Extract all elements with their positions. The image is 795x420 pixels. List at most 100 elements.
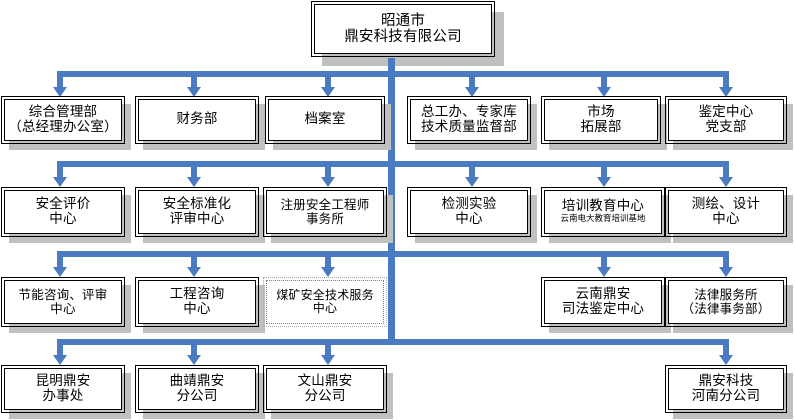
node-line1: 培训教育中心 (561, 198, 645, 215)
connector-row4-bus (57, 339, 729, 345)
arrow-row2-3 (321, 177, 335, 187)
node-line2: 党支部 (705, 119, 747, 135)
connector-row2-drop-3 (325, 161, 331, 178)
node-yunnan-dingan-judicial-appraisal-center[interactable]: 云南鼎安 司法鉴定中心 (541, 277, 665, 327)
node-line1: 安全标准化 (162, 195, 232, 212)
row2-node-4-wrapper: 检测实验 中心 (407, 187, 537, 243)
node-training-education-center[interactable]: 培训教育中心 云南电大教育培训基地 (541, 187, 665, 237)
node-safety-evaluation-center[interactable]: 安全评价 中心 (1, 187, 125, 237)
connector-row4-drop-3 (325, 339, 331, 356)
node-line1: 安全评价 (35, 195, 91, 212)
connector-row3-drop-2 (191, 251, 197, 268)
row2-node-5-wrapper: 培训教育中心 云南电大教育培训基地 (541, 187, 671, 243)
connector-row1-drop-2 (191, 71, 197, 88)
node-line1: 煤矿安全技术服务 (276, 287, 374, 302)
node-line2: 分公司 (176, 388, 218, 404)
connector-row2-drop-4 (469, 161, 475, 178)
arrow-row3-3 (321, 267, 335, 277)
connector-row3-drop-1 (57, 251, 63, 268)
node-dingan-tech-henan-branch[interactable]: 鼎安科技 河南分公司 (665, 365, 787, 413)
connector-row2-drop-6 (723, 161, 729, 178)
node-line2: 中心 (183, 301, 211, 317)
node-line1: 昆明鼎安 (35, 372, 91, 389)
node-line2: 事务所 (305, 211, 345, 226)
arrow-row1-4 (465, 87, 479, 97)
connector-row4-drop-6 (723, 339, 729, 356)
root-node-line1: 昭通市 (380, 12, 426, 29)
arrow-row4-3 (321, 355, 335, 365)
node-appraisal-center-party-branch[interactable]: 鉴定中心 党支部 (665, 96, 787, 144)
node-safety-standardization-review-center[interactable]: 安全标准化 评审中心 (135, 187, 259, 237)
node-market-development[interactable]: 市场 拓展部 (541, 96, 661, 144)
node-line1: 综合管理部 (28, 103, 98, 120)
arrow-row3-1 (53, 267, 67, 277)
row3-node-3-wrapper: 煤矿安全技术服务 中心 (263, 277, 392, 332)
row1-node-6-wrapper: 鉴定中心 党支部 (665, 96, 793, 150)
arrow-row1-2 (187, 87, 201, 97)
node-line1: 云南鼎安 (575, 285, 631, 302)
root-node[interactable]: 昭通市 鼎安科技有限公司 (311, 1, 495, 57)
node-line1: 总工办、专家库 (421, 103, 517, 120)
node-line2: （总经理办公室） (8, 119, 118, 135)
node-kunming-dingan-office[interactable]: 昆明鼎安 办事处 (1, 365, 125, 413)
node-legal-service-office[interactable]: 法律服务所 （法律事务部） (665, 277, 787, 327)
row1-node-2-wrapper: 财务部 (135, 96, 265, 150)
arrow-row2-5 (597, 177, 611, 187)
row3-node-2-wrapper: 工程咨询 中心 (135, 277, 265, 333)
arrow-row3-6 (719, 267, 733, 277)
node-registered-safety-engineer-office[interactable]: 注册安全工程师 事务所 (263, 187, 387, 237)
node-line2: 河南分公司 (691, 388, 761, 404)
node-line1: 节能咨询、评审 (18, 287, 108, 302)
node-line2: （法律事务部） (681, 301, 771, 316)
node-archives-room[interactable]: 档案室 (265, 96, 385, 144)
node-line1: 鉴定中心 (698, 103, 754, 120)
node-comprehensive-management[interactable]: 综合管理部 （总经理办公室） (1, 96, 125, 144)
node-line2: 中心 (50, 301, 76, 316)
node-surveying-design-center[interactable]: 测绘、设计 中心 (665, 187, 787, 237)
node-finance-department[interactable]: 财务部 (135, 96, 259, 144)
arrow-row1-3 (321, 87, 335, 97)
node-line1: 财务部 (176, 111, 218, 128)
node-line1: 档案室 (304, 111, 346, 128)
node-line1: 鼎安科技 (698, 372, 754, 389)
node-line2: 技术质量监督部 (421, 119, 517, 135)
row1-node-5-wrapper: 市场 拓展部 (541, 96, 667, 150)
row4-node-6-wrapper: 鼎安科技 河南分公司 (665, 365, 793, 419)
node-line2: 中心 (49, 211, 77, 227)
node-wenshan-dingan-branch[interactable]: 文山鼎安 分公司 (263, 365, 387, 413)
node-line2: 拓展部 (580, 119, 622, 135)
connector-row1-drop-4 (469, 71, 475, 88)
connector-row4-drop-1 (57, 339, 63, 356)
root-node-line2: 鼎安科技有限公司 (344, 29, 462, 45)
arrow-row4-1 (53, 355, 67, 365)
node-engineering-consulting-center[interactable]: 工程咨询 中心 (135, 277, 259, 327)
connector-row2-drop-2 (191, 161, 197, 178)
row4-node-3-wrapper: 文山鼎安 分公司 (263, 365, 393, 419)
node-testing-laboratory-center[interactable]: 检测实验 中心 (407, 187, 531, 237)
node-qujing-dingan-branch[interactable]: 曲靖鼎安 分公司 (135, 365, 259, 413)
row1-node-4-wrapper: 总工办、专家库 技术质量监督部 (407, 96, 537, 150)
arrow-row4-6 (719, 355, 733, 365)
node-line1: 法律服务所 (694, 287, 758, 302)
row3-node-6-wrapper: 法律服务所 （法律事务部） (665, 277, 793, 333)
connector-row1-drop-3 (325, 71, 331, 88)
connector-row3-bus (57, 251, 729, 257)
node-line1: 文山鼎安 (297, 372, 353, 389)
node-line1: 测绘、设计 (691, 195, 761, 212)
connector-row2-drop-1 (57, 161, 63, 178)
node-energy-saving-consulting-review-center[interactable]: 节能咨询、评审 中心 (1, 277, 125, 327)
node-subtitle: 云南电大教育培训基地 (560, 214, 646, 225)
connector-row1-drop-6 (723, 71, 729, 88)
node-chief-engineer-expert-pool[interactable]: 总工办、专家库 技术质量监督部 (407, 96, 531, 144)
node-coal-mine-safety-technical-service-center[interactable]: 煤矿安全技术服务 中心 (263, 277, 387, 327)
connector-row1-drop-1 (57, 71, 63, 88)
row2-node-2-wrapper: 安全标准化 评审中心 (135, 187, 265, 243)
row4-node-1-wrapper: 昆明鼎安 办事处 (1, 365, 131, 419)
node-line2: 分公司 (304, 388, 346, 404)
node-line1: 市场 (587, 103, 615, 120)
connector-row2-bus (57, 161, 729, 167)
arrow-row2-2 (187, 177, 201, 187)
node-line2: 评审中心 (169, 211, 225, 227)
arrow-row3-2 (187, 267, 201, 277)
